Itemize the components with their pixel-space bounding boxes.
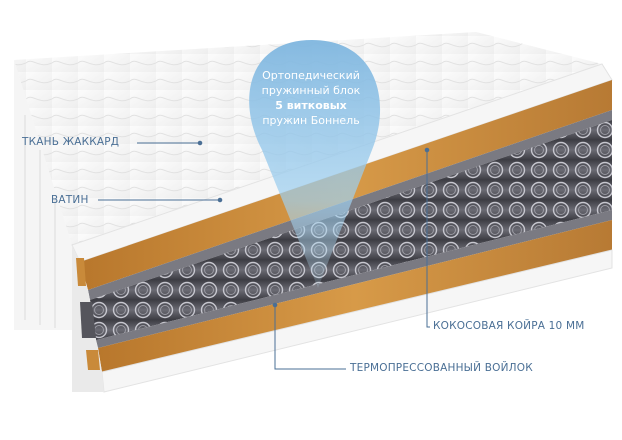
label-vatin: ВАТИН [51, 194, 89, 206]
bottom-coir-layer [98, 220, 612, 372]
callout-line-2: пружинный блок [261, 84, 361, 97]
callout-line-4: пружин Боннель [262, 114, 360, 127]
callout-text: Ортопедический пружинный блок 5 витковых… [246, 68, 376, 128]
label-jacquard-fabric: ТКАНЬ ЖАККАРД [22, 136, 120, 148]
leader-lines [98, 140, 430, 370]
label-coconut-coir: КОКОСОВАЯ КОЙРА 10 ММ [433, 320, 585, 332]
label-thermopressed-felt: ТЕРМОПРЕССОВАННЫЙ ВОЙЛОК [350, 362, 533, 374]
callout-line-1: Ортопедический [262, 69, 360, 82]
mattress-front-edge [14, 60, 72, 330]
spring-callout-bubble [249, 40, 381, 288]
spring-block [90, 120, 612, 340]
callout-line-3: 5 витковых [275, 99, 347, 112]
